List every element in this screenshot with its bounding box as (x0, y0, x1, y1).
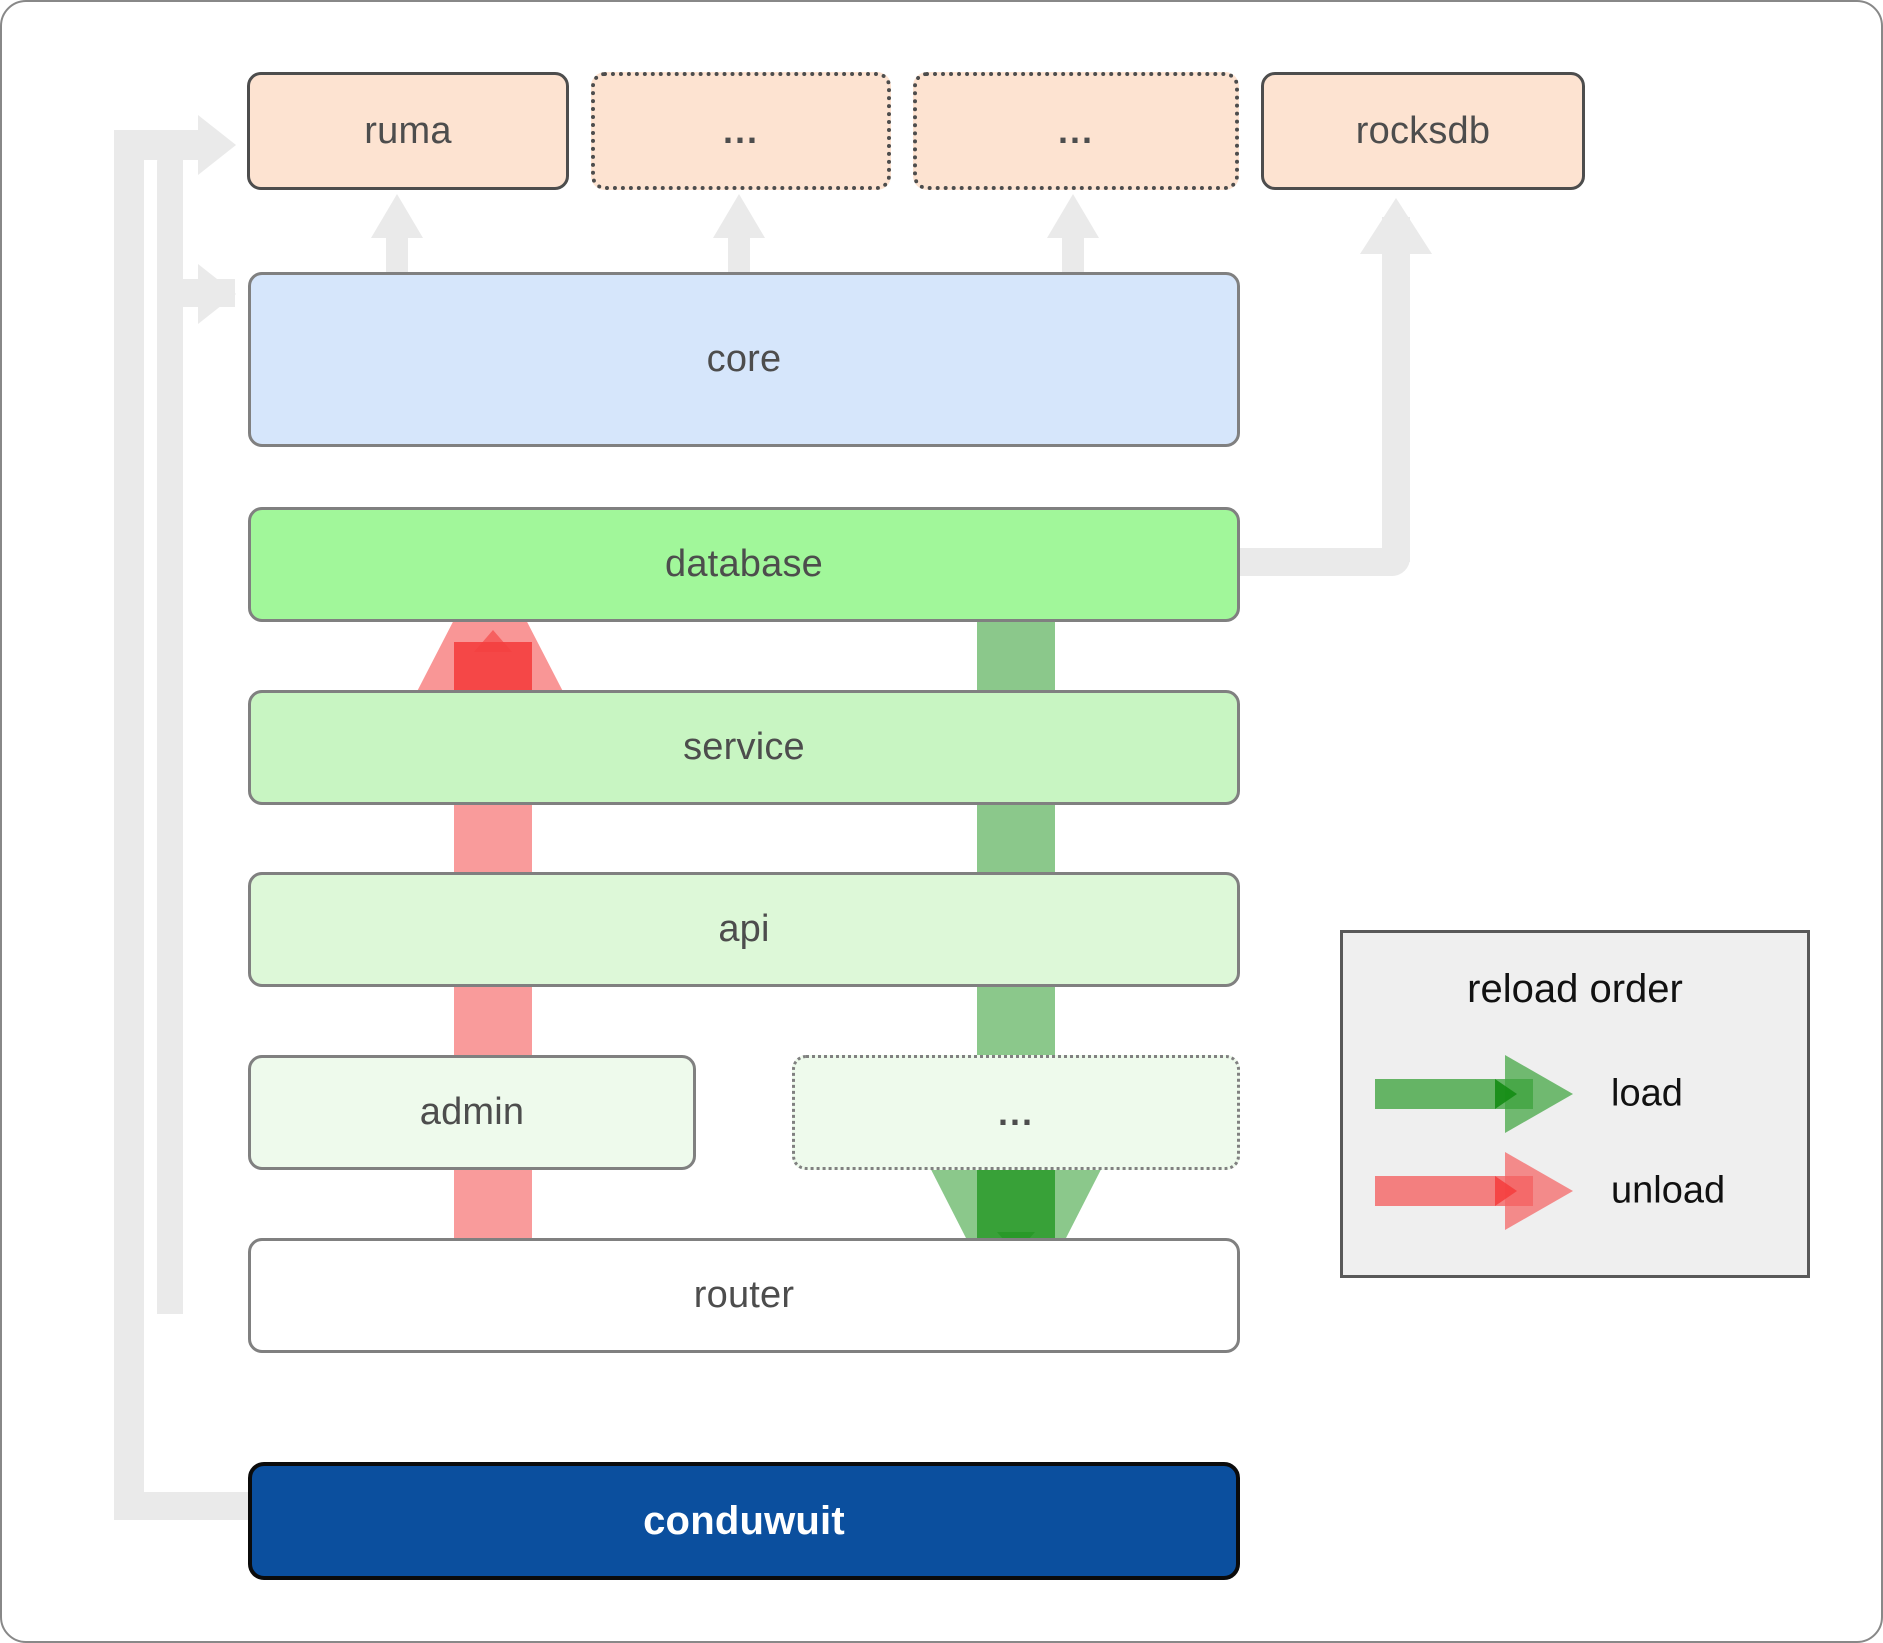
unload-arrow-notch (474, 630, 512, 652)
connector-core-to-ruma-stub (386, 227, 408, 281)
connector-arrow-core-to-crate2 (713, 194, 765, 238)
layer-box-core[interactable]: core (248, 272, 1240, 447)
layer-box-api[interactable]: api (248, 872, 1240, 987)
layer-label-core: core (706, 338, 782, 380)
connector-arrow-core-to-ruma (371, 194, 423, 238)
legend-row-load: load (1343, 1051, 1807, 1137)
banner-label: conduwuit (643, 1498, 845, 1543)
layer-label-database: database (665, 543, 823, 585)
connector-database-to-rocksdb-horizontal (1220, 548, 1410, 576)
crate-box-placeholder-2[interactable]: ... (913, 72, 1239, 190)
connector-arrow-core-to-crate3 (1047, 194, 1099, 238)
connector-database-to-rocksdb-vertical (1382, 217, 1410, 562)
crate-label-placeholder-2: ... (1057, 110, 1094, 151)
banner-conduwuit[interactable]: conduwuit (248, 1462, 1240, 1580)
connector-arrow-to-rocksdb (1360, 198, 1432, 254)
layer-label-api: api (718, 908, 770, 950)
crate-label-rocksdb: rocksdb (1355, 109, 1491, 152)
connector-conduwuit-to-ruma-vertical (114, 130, 144, 1520)
connector-core-to-crate3-stub (1062, 227, 1084, 281)
legend-row-unload: unload (1343, 1148, 1807, 1234)
layer-label-admin: admin (419, 1091, 525, 1133)
legend-title: reload order (1467, 967, 1683, 1011)
legend-label-load: load (1611, 1072, 1683, 1115)
layer-box-database[interactable]: database (248, 507, 1240, 622)
crate-label-placeholder-1: ... (722, 110, 759, 151)
crate-box-rocksdb[interactable]: rocksdb (1261, 72, 1585, 190)
legend-load-notch (1495, 1079, 1517, 1109)
legend-label-unload: unload (1611, 1169, 1726, 1212)
layer-box-router[interactable]: router (248, 1238, 1240, 1353)
connector-branch-to-core-vertical (157, 144, 183, 1314)
connector-arrow-to-core (198, 264, 236, 324)
crate-label-ruma: ruma (364, 109, 452, 152)
legend-panel: reload order load unload (1340, 930, 1810, 1278)
layer-box-admin[interactable]: admin (248, 1055, 696, 1170)
connector-core-to-crate2-stub (728, 227, 750, 281)
connector-arrow-to-ruma (198, 115, 236, 175)
layer-box-service[interactable]: service (248, 690, 1240, 805)
layer-box-placeholder[interactable]: ... (792, 1055, 1240, 1170)
crate-box-ruma[interactable]: ruma (247, 72, 569, 190)
connector-conduwuit-to-ruma-bottom (114, 1492, 248, 1520)
layer-label-service: service (683, 726, 805, 768)
legend-unload-notch (1495, 1176, 1517, 1206)
crate-box-placeholder-1[interactable]: ... (591, 72, 891, 190)
layer-label-placeholder: ... (997, 1091, 1034, 1133)
layer-label-router: router (693, 1274, 795, 1316)
